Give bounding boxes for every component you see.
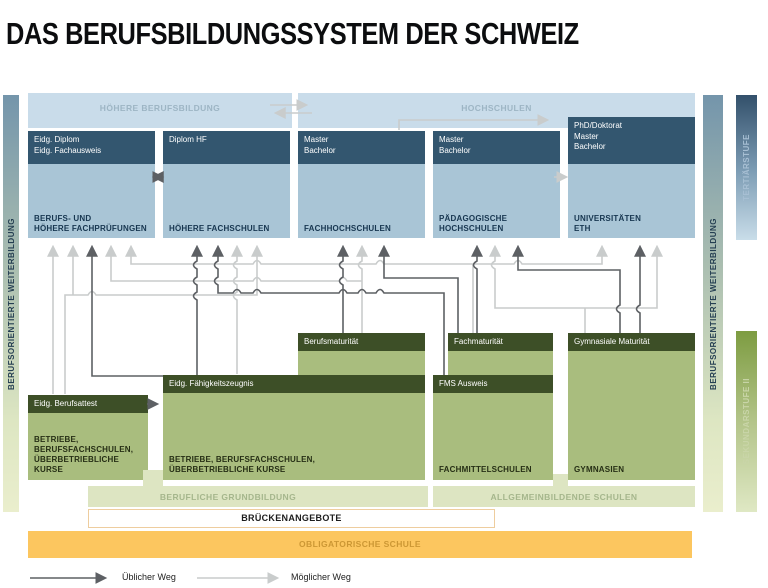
degree-line: Eidg. Fachausweis (34, 145, 102, 155)
band-berufliche-grundbildung: BERUFLICHE GRUNDBILDUNG (88, 486, 428, 507)
band-hochschulen-label: HOCHSCHULEN (461, 103, 532, 113)
box-berufsmaturitaet: Berufsmaturität (298, 333, 425, 375)
flow-arrow (585, 244, 663, 309)
band-notch (143, 470, 163, 487)
box-paedagogische-hochschulen: Master Bachelor PÄDAGOGISCHE HOCHSCHULEN (433, 131, 560, 238)
sidebar-tertiaerstufe-label: TERTIÄRSTUFE (742, 134, 751, 201)
sidebar-tertiaerstufe: TERTIÄRSTUFE (736, 95, 757, 240)
flow-arrow (356, 244, 368, 333)
institution-label: FACHHOCHSCHULEN (304, 224, 391, 233)
flow-arrow (489, 244, 585, 309)
degree-header: Master Bachelor (298, 131, 425, 164)
flow-arrow (634, 244, 646, 333)
institution-label: GYMNASIEN (574, 465, 625, 474)
degree-header: Diplom HF (163, 131, 290, 164)
sidebar-weiterbildung-right-label: BERUFSORIENTIERTE WEITERBILDUNG (708, 217, 718, 390)
band-brueckenangebote: BRÜCKENANGEBOTE (88, 509, 495, 528)
flow-arrow (64, 244, 263, 394)
flow-arrow (512, 244, 621, 333)
degree-line: Bachelor (439, 145, 471, 155)
sidebar-weiterbildung-left: BERUFSORIENTIERTE WEITERBILDUNG (3, 95, 19, 512)
band-obligatorische-schule: OBLIGATORISCHE SCHULE (28, 531, 692, 558)
degree-header: Master Bachelor (433, 131, 560, 164)
box-fachmittelschulen: FMS Ausweis FACHMITTELSCHULEN (433, 375, 553, 480)
flow-arrow (471, 244, 483, 333)
box-berufsmaturitaet-title: Berufsmaturität (298, 333, 425, 351)
box-fachhochschulen: Master Bachelor FACHHOCHSCHULEN (298, 131, 425, 238)
degree-header: Eidg. Diplom Eidg. Fachausweis (28, 131, 155, 164)
box-hoehere-fachschulen: Diplom HF HÖHERE FACHSCHULEN (163, 131, 290, 238)
band-allgemeinbildende-schulen-label: ALLGEMEINBILDENDE SCHULEN (490, 492, 638, 502)
sidebar-weiterbildung-left-label: BERUFSORIENTIERTE WEITERBILDUNG (6, 217, 16, 390)
band-allgemeinbildende-schulen: ALLGEMEINBILDENDE SCHULEN (433, 486, 695, 507)
institution-label: UNIVERSITÄTEN ETH (574, 214, 642, 233)
box-fms-title: FMS Ausweis (433, 375, 553, 393)
box-berufsattest-title: Eidg. Berufsattest (28, 395, 148, 413)
box-efz-title: Eidg. Fähigkeitszeugnis (163, 375, 425, 393)
institution-label: BETRIEBE, BERUFSFACHSCHULEN, ÜBERBETRIEB… (169, 455, 316, 474)
sidebar-sekundarstufe: SEKUNDARSTUFE II (736, 331, 757, 512)
band-notch (553, 474, 568, 487)
box-fachmaturitaet-title: Fachmaturität (448, 333, 553, 351)
flow-arrow (473, 244, 608, 265)
sidebar-weiterbildung-right: BERUFSORIENTIERTE WEITERBILDUNG (703, 95, 723, 512)
institution-label: FACHMITTELSCHULEN (439, 465, 532, 474)
institution-label: PÄDAGOGISCHE HOCHSCHULEN (439, 214, 508, 233)
institution-label: HÖHERE FACHSCHULEN (169, 224, 270, 233)
degree-header: PhD/Doktorat Master Bachelor (568, 117, 695, 164)
institution-label: BERUFS- UND HÖHERE FACHPRÜFUNGEN (34, 214, 147, 233)
flow-arrow (125, 244, 473, 265)
flow-arrow (191, 244, 203, 375)
flow-arrow (105, 244, 362, 282)
band-berufliche-grundbildung-label: BERUFLICHE GRUNDBILDUNG (159, 492, 297, 502)
box-gymnasien: Gymnasiale Maturität GYMNASIEN (568, 333, 695, 480)
degree-line: Master (574, 131, 599, 141)
box-universitaeten-eth: PhD/Doktorat Master Bachelor UNIVERSITÄT… (568, 117, 695, 238)
institution-label: BETRIEBE, BERUFSFACHSCHULEN, ÜBERBETRIEB… (34, 435, 134, 474)
box-berufsattest: Eidg. Berufsattest BETRIEBE, BERUFSFACHS… (28, 395, 148, 480)
band-hoehere-berufsbildung-label: HÖHERE BERUFSBILDUNG (99, 103, 221, 113)
flow-arrow (86, 244, 163, 377)
flow-arrow (337, 244, 349, 333)
band-hoehere-berufsbildung: HÖHERE BERUFSBILDUNG (28, 93, 292, 128)
degree-line: Bachelor (574, 142, 606, 151)
legend-possible-label: Möglicher Weg (291, 572, 351, 582)
degree-line: Master (304, 135, 329, 144)
box-berufs-hoehere-fachpruefungen: Eidg. Diplom Eidg. Fachausweis BERUFS- U… (28, 131, 155, 238)
degree-line: Bachelor (304, 145, 336, 155)
box-gymnasiale-title: Gymnasiale Maturität (568, 333, 695, 351)
degree-line: PhD/Doktorat (574, 121, 623, 130)
flow-arrow (231, 244, 243, 374)
degree-line: Eidg. Diplom (34, 135, 80, 144)
sidebar-sekundarstufe-label: SEKUNDARSTUFE II (742, 378, 751, 465)
box-fachmaturitaet: Fachmaturität (448, 333, 553, 375)
flow-arrow (378, 244, 459, 333)
page-title: DAS BERUFSBILDUNGSSYSTEM DER SCHWEIZ (6, 16, 579, 51)
box-efz: Eidg. Fähigkeitszeugnis BETRIEBE, BERUFS… (163, 375, 425, 480)
degree-line: Diplom HF (169, 135, 207, 144)
legend-usual-label: Üblicher Weg (122, 572, 176, 582)
degree-line: Master (439, 135, 464, 144)
